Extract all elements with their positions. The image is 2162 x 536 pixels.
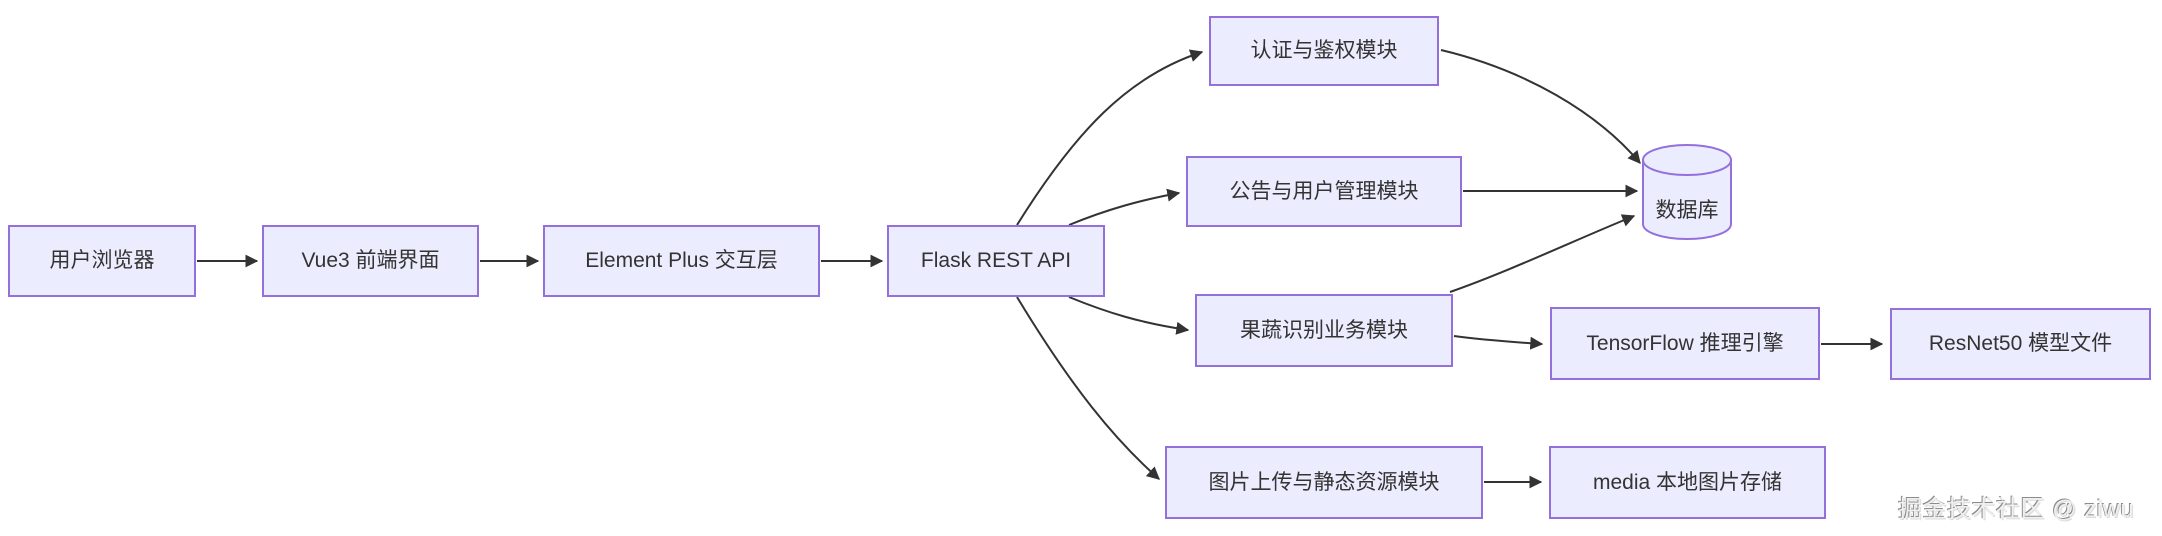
- node-user-browser-label: 用户浏览器: [49, 249, 155, 273]
- node-media-storage: media 本地图片存储: [1549, 446, 1826, 519]
- node-auth-module: 认证与鉴权模块: [1209, 16, 1439, 86]
- node-tensorflow-engine-label: TensorFlow 推理引擎: [1586, 331, 1784, 355]
- node-vue3-frontend: Vue3 前端界面: [262, 225, 479, 297]
- node-flask-rest-api: Flask REST API: [887, 225, 1105, 297]
- node-element-plus-layer-label: Element Plus 交互层: [585, 249, 778, 273]
- node-announce-user-module: 公告与用户管理模块: [1186, 156, 1462, 227]
- edge-flask-to-auth: [1016, 49, 1204, 226]
- node-resnet50-model: ResNet50 模型文件: [1890, 308, 2151, 380]
- node-media-storage-label: media 本地图片存储: [1592, 470, 1783, 494]
- edge-recognition-to-tensorflow: [1453, 335, 1544, 350]
- node-resnet50-model-label: ResNet50 模型文件: [1928, 332, 2113, 356]
- node-upload-static-module-label: 图片上传与静态资源模块: [1208, 470, 1440, 494]
- edge-flask-to-upload: [1016, 296, 1160, 480]
- watermark-text: 掘金技术社区 @ ziwu: [1898, 496, 2135, 523]
- edge-recognition-to-database: [1449, 214, 1636, 293]
- node-auth-module-label: 认证与鉴权模块: [1250, 39, 1398, 63]
- node-recognition-module: 果蔬识别业务模块: [1195, 294, 1453, 367]
- node-upload-static-module: 图片上传与静态资源模块: [1165, 446, 1483, 519]
- node-flask-rest-api-label: Flask REST API: [920, 249, 1072, 273]
- node-announce-user-module-label: 公告与用户管理模块: [1229, 179, 1419, 203]
- node-recognition-module-label: 果蔬识别业务模块: [1240, 318, 1408, 342]
- database-cylinder-shape: [1642, 143, 1732, 241]
- node-tensorflow-engine: TensorFlow 推理引擎: [1550, 307, 1820, 380]
- node-vue3-frontend-label: Vue3 前端界面: [301, 249, 440, 273]
- node-element-plus-layer: Element Plus 交互层: [543, 225, 820, 297]
- node-user-browser: 用户浏览器: [8, 225, 196, 297]
- node-database-label: 数据库: [1655, 199, 1719, 222]
- edge-flask-to-announce: [1068, 188, 1181, 226]
- edge-auth-to-database: [1440, 49, 1641, 164]
- edge-flask-to-recognition: [1068, 296, 1190, 335]
